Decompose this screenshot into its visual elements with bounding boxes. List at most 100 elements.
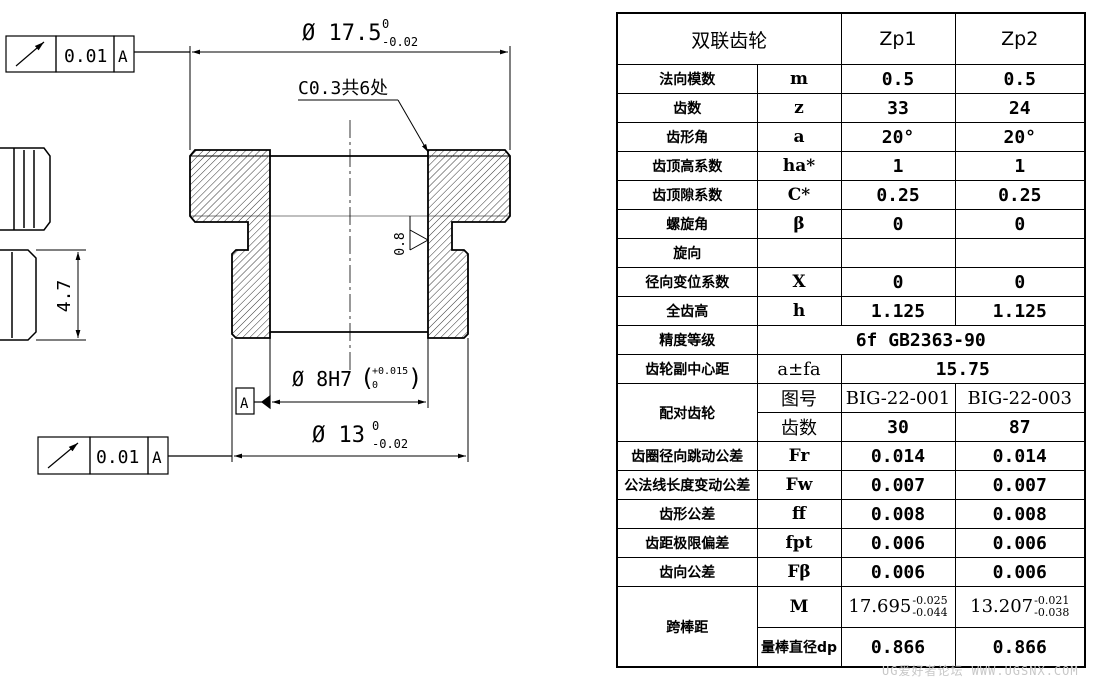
mating-teeth-label: 齿数	[756, 412, 842, 442]
param-v1: 0.25	[840, 180, 956, 210]
mating-drawing-1: BIG-22-001	[840, 383, 956, 413]
dim-small-upper: 0	[372, 419, 379, 433]
gear-section-drawing: 4.7 0.8 Ø 17.5 0 -0.02 C0.3共6处	[0, 17, 511, 475]
chamfer-leader	[298, 99, 429, 153]
small-diameter-dimension	[231, 338, 469, 462]
mating-teeth-2: 87	[954, 412, 1086, 442]
table-title: 双联齿轮	[616, 12, 842, 65]
param-label: 法向模数	[616, 64, 758, 94]
dim-width-text: 4.7	[54, 280, 75, 313]
roughness-symbol	[409, 216, 430, 251]
outer-diameter-dimension	[189, 46, 511, 150]
col-header-zp2: Zp2	[954, 12, 1086, 65]
param-v2: 0.5	[954, 64, 1086, 94]
tolerance-label: 齿距极限偏差	[616, 528, 758, 558]
tolerance-sym: ff	[756, 499, 842, 529]
watermark: UG爱好者论坛 WWW.UGSNX.COM	[882, 664, 1079, 678]
pin-dia-label: 量棒直径dp	[756, 627, 842, 668]
tolerance-label: 齿向公差	[616, 557, 758, 587]
tolerance-sym: Fr	[756, 441, 842, 471]
param-sym: X	[756, 267, 842, 297]
center-label: 齿轮副中心距	[616, 354, 758, 384]
tolerance-label: 齿圈径向跳动公差	[616, 441, 758, 471]
param-v1: 33	[840, 93, 956, 123]
param-label: 旋向	[616, 238, 758, 268]
param-v1	[840, 238, 956, 268]
param-sym: β	[756, 209, 842, 239]
dim-bore-upper: +0.015	[372, 366, 408, 377]
mating-label: 配对齿轮	[616, 383, 758, 442]
param-label: 齿形角	[616, 122, 758, 152]
tolerance-v2: 0.007	[954, 470, 1086, 500]
param-v2: 0.25	[954, 180, 1086, 210]
tolerance-v1: 0.007	[840, 470, 956, 500]
runout-frame-top	[5, 35, 190, 73]
tolerance-v2: 0.006	[954, 528, 1086, 558]
param-v1: 0	[840, 209, 956, 239]
dim-chamfer-text: C0.3共6处	[298, 78, 388, 99]
runout-bottom-value: 0.01	[96, 447, 139, 468]
runout-top-value: 0.01	[64, 46, 107, 67]
param-label: 全齿高	[616, 296, 758, 326]
roughness-text: 0.8	[393, 232, 408, 255]
param-v1: 1	[840, 151, 956, 181]
param-row: 旋向	[616, 238, 1086, 268]
dim-bore-lower: 0	[372, 380, 378, 391]
param-sym	[756, 238, 842, 268]
param-label: 螺旋角	[616, 209, 758, 239]
tolerance-v1: 0.006	[840, 557, 956, 587]
param-sym: m	[756, 64, 842, 94]
dim-outer-lower: -0.02	[382, 35, 418, 49]
width-dimension	[36, 249, 86, 341]
param-v2: 1	[954, 151, 1086, 181]
param-label: 径向变位系数	[616, 267, 758, 297]
param-label: 齿顶高系数	[616, 151, 758, 181]
runout-frame-bottom	[37, 436, 232, 475]
tolerance-v2: 0.008	[954, 499, 1086, 529]
datum-a-marker	[235, 387, 271, 415]
mating-drawing-2: BIG-22-003	[954, 383, 1086, 413]
dim-small-text: Ø 13	[312, 423, 365, 448]
param-v2: 24	[954, 93, 1086, 123]
tolerance-v1: 0.008	[840, 499, 956, 529]
runout-bottom-datum: A	[152, 448, 162, 467]
dim-outer-upper: 0	[382, 17, 389, 31]
param-sym: ha*	[756, 151, 842, 181]
bore-paren: (	[360, 364, 374, 392]
tolerance-label: 公法线长度变动公差	[616, 470, 758, 500]
datum-a-text: A	[240, 396, 249, 412]
param-v1: 0	[840, 267, 956, 297]
param-v1: 1.125	[840, 296, 956, 326]
param-v2: 0	[954, 267, 1086, 297]
pin-m-symbol: M	[756, 586, 842, 628]
tolerance-sym: Fβ	[756, 557, 842, 587]
param-v2: 0	[954, 209, 1086, 239]
runout-top-datum: A	[118, 47, 128, 66]
tolerance-v1: 0.006	[840, 528, 956, 558]
mating-drawing-label: 图号	[756, 383, 842, 413]
pin-label: 跨棒距	[616, 586, 758, 668]
tolerance-v1: 0.014	[840, 441, 956, 471]
col-header-zp1: Zp1	[840, 12, 956, 65]
bore-paren-close: )	[408, 364, 422, 392]
tolerance-sym: Fw	[756, 470, 842, 500]
param-sym: a	[756, 122, 842, 152]
param-v2: 1.125	[954, 296, 1086, 326]
param-label: 齿数	[616, 93, 758, 123]
pin-dia-2: 0.866	[954, 627, 1086, 668]
dim-outer-text: Ø 17.5	[302, 21, 381, 46]
param-label: 齿顶隙系数	[616, 180, 758, 210]
pin-m-1: 17.695-0.025-0.044	[840, 586, 956, 628]
dim-bore-text: Ø 8H7	[292, 367, 352, 391]
